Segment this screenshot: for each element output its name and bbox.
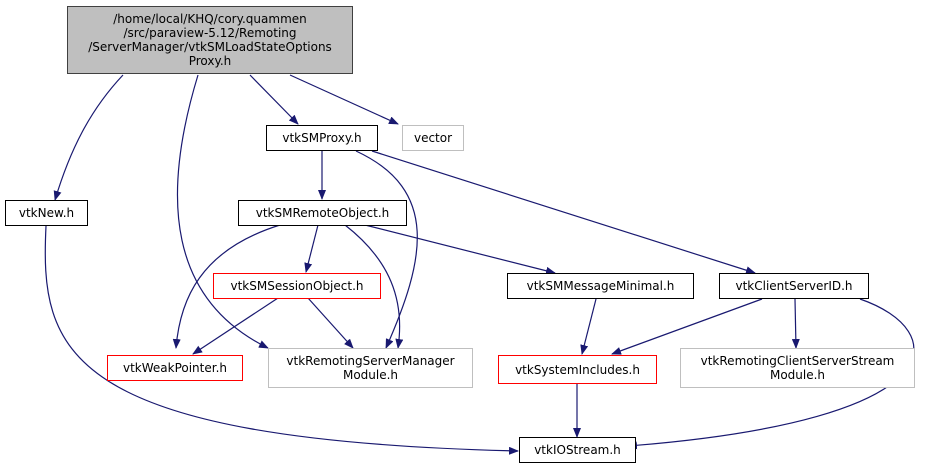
- edge-vtkNew-iostream: [44, 225, 519, 455]
- edge-msg-sysinc: [580, 298, 597, 355]
- node-vtkSMRemoteObject[interactable]: vtkSMRemoteObject.h: [238, 200, 407, 226]
- edge-remote-msg: [364, 224, 556, 275]
- node-vtkWeakPointer[interactable]: vtkWeakPointer.h: [107, 355, 243, 381]
- node-vector[interactable]: vector: [402, 125, 464, 151]
- node-vtkNew[interactable]: vtkNew.h: [5, 200, 88, 226]
- node-vtkSMSessionObject[interactable]: vtkSMSessionObject.h: [213, 273, 381, 299]
- edge-remote-weak: [172, 224, 281, 349]
- node-vtkSMProxy[interactable]: vtkSMProxy.h: [266, 125, 378, 151]
- node-vtkRemotingClientServerStreamModule[interactable]: vtkRemotingClientServerStream Module.h: [680, 348, 915, 388]
- edge-remote-rsm: [344, 224, 404, 349]
- edge-remote-session: [304, 224, 319, 273]
- node-vtkRemotingServerManagerModule[interactable]: vtkRemotingServerManager Module.h: [268, 348, 473, 388]
- edge-proxy-csid: [371, 150, 756, 275]
- edge-proxy-rsm: [355, 150, 418, 349]
- node-vtkSystemIncludes[interactable]: vtkSystemIncludes.h: [498, 355, 657, 384]
- edge-csid-sysinc: [611, 298, 763, 355]
- node-vtkSMMessageMinimal[interactable]: vtkSMMessageMinimal.h: [507, 273, 694, 299]
- node-vtkClientServerID[interactable]: vtkClientServerID.h: [719, 273, 869, 299]
- node-vtkIOStream[interactable]: vtkIOStream.h: [519, 437, 636, 463]
- node-root-file[interactable]: /home/local/KHQ/cory.quammen /src/paravi…: [67, 6, 353, 74]
- edge-root-vtkNew: [53, 74, 124, 201]
- edge-csid-rcss: [791, 298, 800, 349]
- edge-session-weak: [192, 297, 279, 355]
- edge-session-rsm: [307, 297, 354, 349]
- edge-root-vtkSMProxy: [249, 74, 299, 125]
- edge-root-vector: [289, 74, 399, 125]
